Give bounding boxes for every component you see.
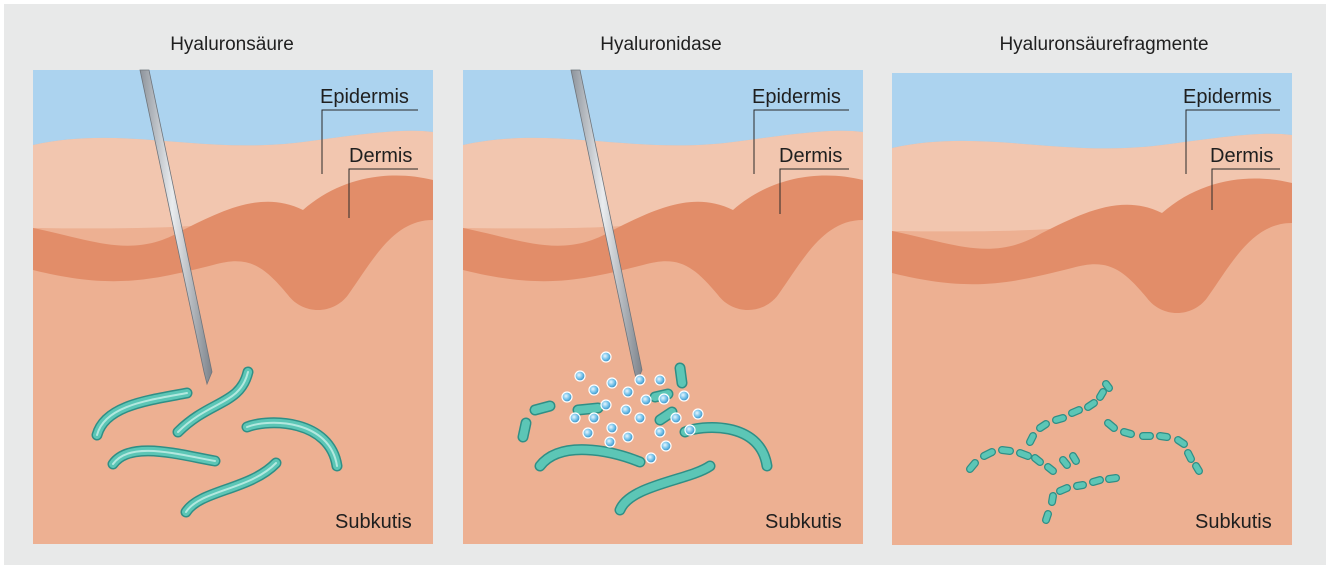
panel-3-subkutis-label: Subkutis [1195,511,1272,533]
panel-1-skin [33,70,433,544]
panel-2-skin [463,70,863,544]
panel-2-epidermis-label: Epidermis [752,86,841,108]
panel-3-dermis-label: Dermis [1210,145,1273,167]
panel-2-dermis-label: Dermis [779,145,842,167]
panel-1-epidermis-label: Epidermis [320,86,409,108]
panel-1-dermis-label: Dermis [349,145,412,167]
panel-1-subkutis-label: Subkutis [335,511,412,533]
panel-3-epidermis-label: Epidermis [1183,86,1272,108]
panel-2-subkutis-label: Subkutis [765,511,842,533]
